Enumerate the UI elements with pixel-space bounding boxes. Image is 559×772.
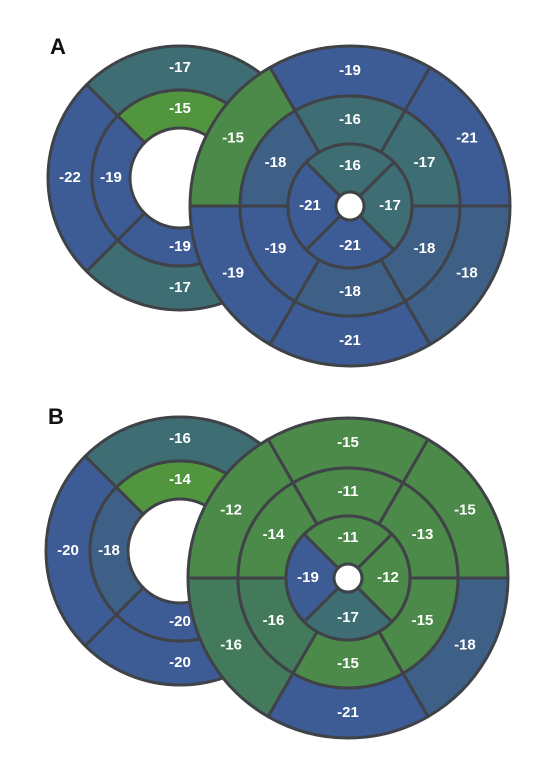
left-ring-label-outer-bottom: -17 [169,279,191,296]
bullseye-middle-label: -14 [263,526,285,543]
bullseye-middle-label: -17 [414,154,436,171]
bullseye-middle-label: -16 [339,111,361,128]
bullseye-middle-label: -18 [265,154,287,171]
bullseye-inner-label: -12 [377,569,399,586]
bullseye-middle-label: -18 [339,283,361,300]
left-ring-label-inner-left: -19 [100,169,122,186]
bullseye-inner-label: -19 [297,569,319,586]
bullseye-outer-label: -19 [222,264,244,281]
left-ring-label-inner-bottom: -20 [169,613,191,630]
left-ring-label-outer-left: -20 [57,542,79,559]
panel-letter: A [50,34,66,59]
bullseye-center-hole [334,190,366,222]
bullseye-diagram: -19 -16 -21 -17 -18 -18 -21 -18 -19 -19 -15 -18 -16 -… [188,44,512,368]
bullseye-inner-label: -17 [337,609,359,626]
left-ring-label-outer-top: -17 [169,59,191,76]
left-ring-label-inner-top: -14 [169,471,191,488]
left-ring-label-inner-bottom: -19 [169,238,191,255]
bullseye-outer-label: -18 [456,264,478,281]
bullseye-outer-label: -12 [220,501,242,518]
bullseye-middle-label: -13 [412,526,434,543]
bullseye-outer-label: -18 [454,636,476,653]
bullseye-inner-label: -16 [339,157,361,174]
bullseye-middle-label: -16 [263,612,285,629]
panel-a: A -17 -22 -17 -15 -19 -19 -19 -16 -21 -17 -18 -18 -21… [46,34,512,368]
bullseye-outer-label: -21 [339,332,361,349]
left-ring-label-outer-bottom: -20 [169,654,191,671]
bullseye-middle-label: -18 [414,240,436,257]
panel-letter: B [48,404,64,429]
bullseye-diagram: -15 -11 -15 -13 -18 -15 -21 -15 -16 -16 -12 -14 -11 -… [186,416,510,740]
bullseye-middle-label: -19 [265,240,287,257]
bullseye-outer-label: -21 [456,129,478,146]
bullseye-inner-label: -17 [379,197,401,214]
bullseye-center-hole [332,562,364,594]
bullseye-outer-label: -19 [339,62,361,79]
bullseye-outer-label: -15 [454,501,476,518]
left-ring-label-outer-left: -22 [59,169,81,186]
left-ring-label-inner-left: -18 [98,542,120,559]
bullseye-inner-label: -21 [299,197,321,214]
bullseye-outer-label: -15 [222,129,244,146]
left-ring-label-inner-top: -15 [169,100,191,117]
bullseye-middle-label: -15 [337,655,359,672]
bullseye-inner-label: -21 [339,237,361,254]
panel-b: B -16 -20 -20 -14 -18 -20 -15 -11 -15 -13 -18 -15 -21… [44,404,510,740]
left-ring-label-outer-top: -16 [169,430,191,447]
bullseye-outer-label: -16 [220,636,242,653]
bullseye-middle-label: -11 [338,483,359,500]
bullseye-outer-label: -21 [337,704,359,721]
bullseye-outer-label: -15 [337,434,359,451]
bullseye-middle-label: -15 [412,612,434,629]
bullseye-inner-label: -11 [338,529,359,546]
